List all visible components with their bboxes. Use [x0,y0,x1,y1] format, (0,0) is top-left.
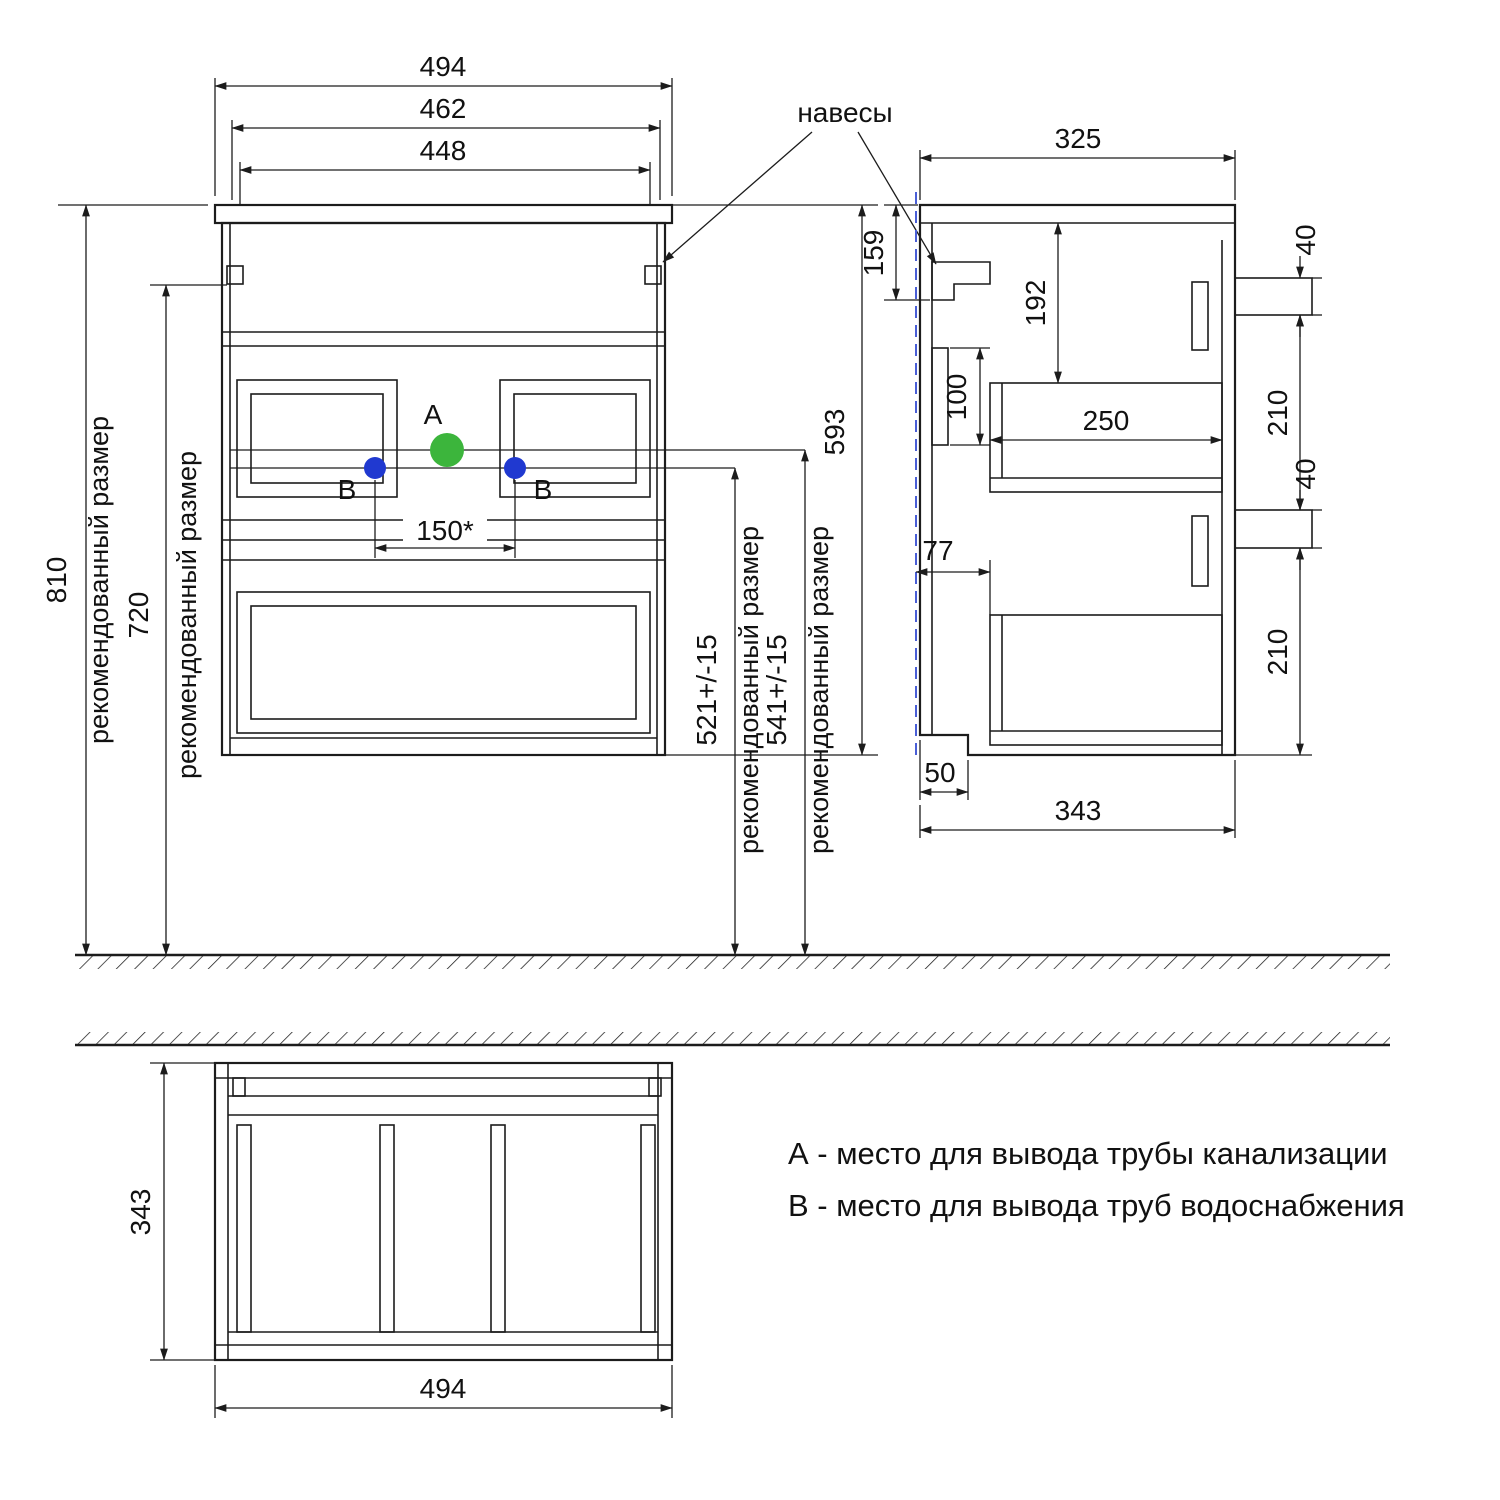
dim-bottom-width-494: 494 [420,1373,467,1404]
front-view-width-dimensions: 494 462 448 [214,51,673,204]
front-view-left-dimensions: 810 рекомендованный размер 720 рекомендо… [41,204,227,956]
hanger-right [644,265,662,285]
dim-height-541-note: рекомендованный размер [804,526,834,854]
drawer-slide-rail [640,1124,656,1333]
dim-front-width-462: 462 [420,93,467,124]
dim-bottom-depth-343: 343 [125,1189,156,1236]
legend-line-a: А - место для вывода трубы канализации [788,1136,1388,1171]
dim-cabinet-height-593: 593 [819,409,850,456]
dim-height-521: 521+/-15 [691,634,722,745]
point-b-label-right: B [534,474,553,505]
pipe-point-markers: A B B [338,399,553,505]
hanger-bracket-side [931,261,991,301]
drawer-slide-rail [490,1124,506,1333]
mounting-rail-side [931,347,949,446]
dim-pipe-spacing-150: 150* [416,515,474,546]
front-view-cabinet [213,203,674,757]
side-view-dimensions: 325 159 192 100 250 40 210 40 210 [858,123,1322,838]
dim-100: 100 [941,374,972,421]
water-point-marker-right [504,457,526,479]
handle-rail-bottom [1234,509,1313,549]
dim-height-810: 810 [41,557,72,604]
point-b-label-left: B [338,474,357,505]
side-view-cabinet [915,192,1313,762]
dim-front-width-494: 494 [420,51,467,82]
dim-250: 250 [1083,405,1130,436]
bottom-view-cabinet [213,1061,674,1362]
hangers-callout: навесы [662,97,937,265]
front-view-right-dimensions: 521+/-15 рекомендованный размер 541+/-15… [665,204,878,956]
pipe-spacing-dimension: 150* [374,480,516,558]
dim-side-343: 343 [1055,795,1102,826]
bottom-view-dimensions: 343 494 [125,1062,673,1418]
dim-40-top: 40 [1290,224,1321,255]
dim-77: 77 [922,535,953,566]
drawer-slide-rail [379,1124,395,1333]
floor-line [75,953,1390,969]
dim-height-521-note: рекомендованный размер [734,526,764,854]
dim-depth-325: 325 [1055,123,1102,154]
point-a-label: A [424,399,443,430]
hangers-label: навесы [797,97,892,128]
drain-point-marker [430,433,464,467]
dim-159: 159 [858,230,889,277]
hanger-left [226,265,244,285]
dim-height-720: 720 [123,592,154,639]
dim-height-541: 541+/-15 [761,634,792,745]
dim-210-bottom: 210 [1262,629,1293,676]
dim-height-810-note: рекомендованный размер [84,416,114,744]
legend-line-b: В - место для вывода труб водоснабжения [788,1188,1405,1223]
dim-192: 192 [1020,280,1051,327]
dim-height-720-note: рекомендованный размер [172,451,202,779]
wall-line-bottom-view [75,1032,1390,1047]
dim-40-bottom: 40 [1290,458,1321,489]
water-point-marker-left [364,457,386,479]
pipe-reference-lines [230,449,805,469]
dim-210-top: 210 [1262,390,1293,437]
legend: А - место для вывода трубы канализации В… [788,1136,1405,1223]
dim-50: 50 [924,757,955,788]
dim-front-width-448: 448 [420,135,467,166]
drawer-slide-rail [236,1124,252,1333]
handle-rail-top [1234,277,1313,316]
